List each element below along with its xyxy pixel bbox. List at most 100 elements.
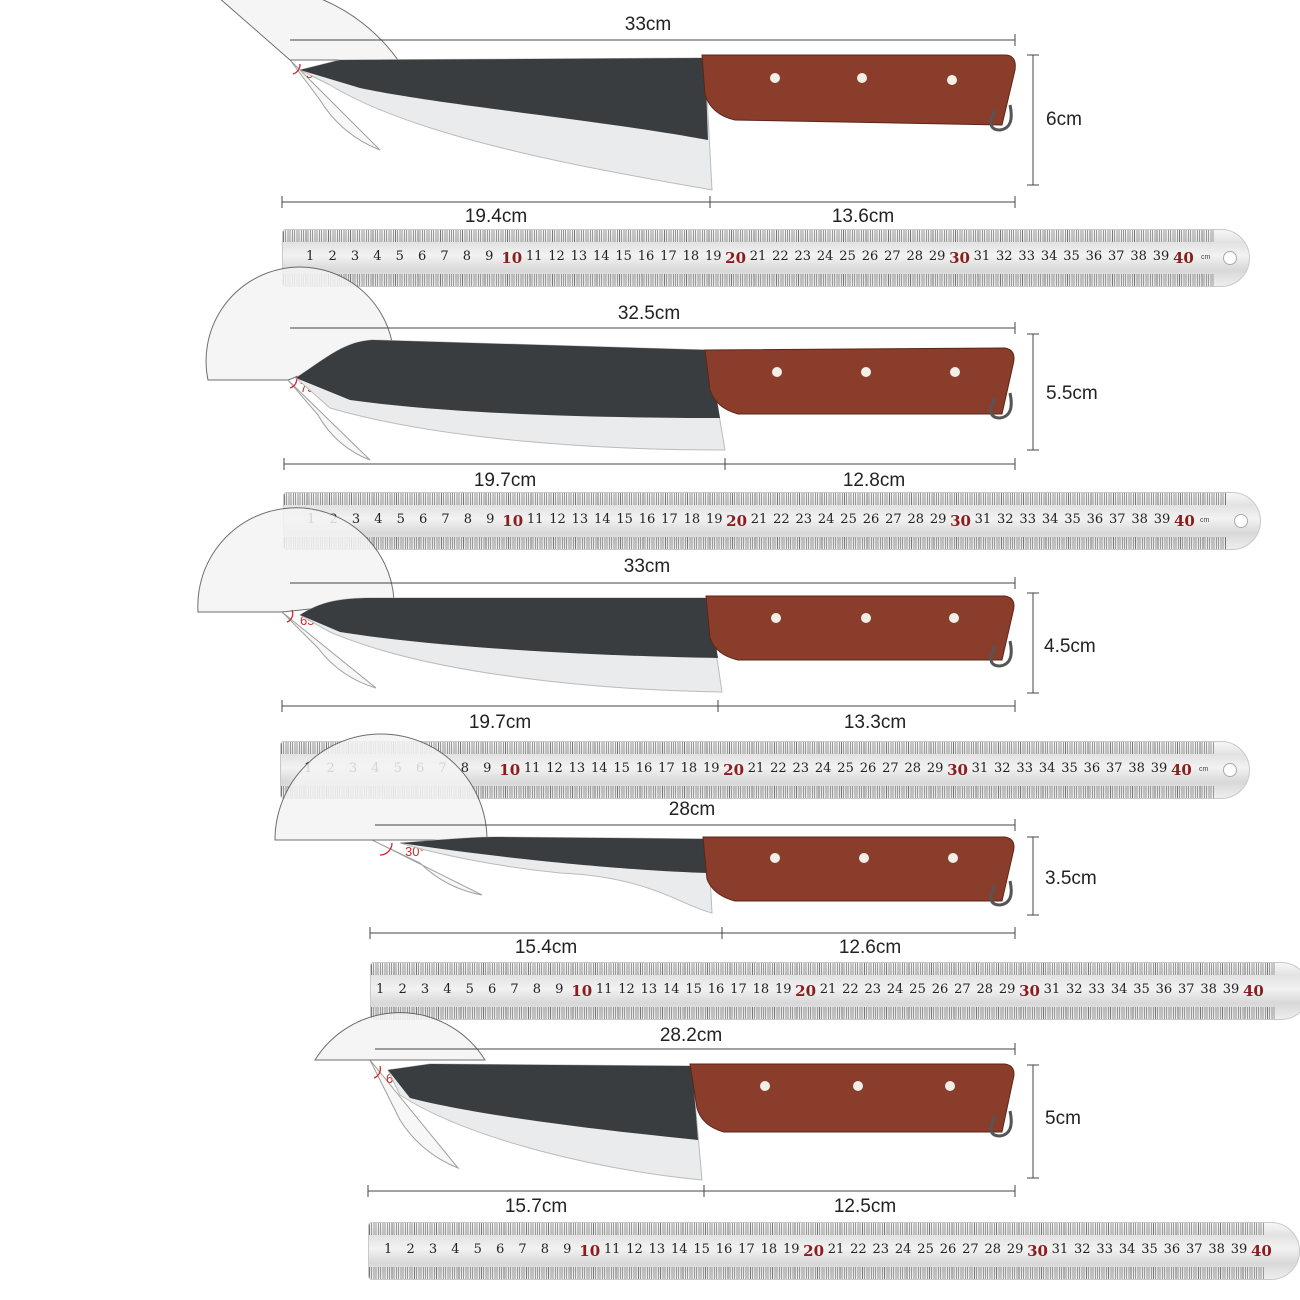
- ruler-number: 10: [579, 1242, 601, 1260]
- ruler-number: 26: [862, 512, 880, 527]
- ruler-number: 16: [638, 512, 656, 527]
- ruler-number: 20: [795, 982, 817, 1000]
- knife-4-height: 3.5cm: [1045, 868, 1097, 889]
- ruler-number: 9: [555, 982, 564, 997]
- ruler-number: 29: [998, 982, 1016, 997]
- ruler-number: 3: [428, 1242, 438, 1257]
- ruler-number: 32: [1066, 982, 1083, 997]
- ruler-number: 12: [546, 761, 563, 776]
- ruler-number: 35: [1064, 512, 1081, 527]
- ruler-number: 15: [685, 982, 702, 997]
- knife-4-handle: [702, 836, 1015, 907]
- ruler-number: 30: [1019, 982, 1040, 1000]
- knife-5-blade: [387, 1063, 703, 1181]
- ruler-number: 3: [351, 512, 361, 527]
- ruler-number: 1: [384, 1242, 393, 1257]
- knife-4-blade: [399, 836, 713, 914]
- ruler-number: 13: [571, 512, 589, 527]
- ruler-number: 39: [1222, 982, 1240, 997]
- ruler-number: 38: [1131, 512, 1148, 527]
- ruler-number: 8: [462, 249, 472, 264]
- knife-1-handle: [701, 54, 1016, 132]
- ruler-number: 3: [350, 249, 360, 264]
- knife-4-protractor: 30°: [274, 733, 488, 896]
- ruler-number: 2: [328, 249, 337, 264]
- ruler-number: 26: [931, 982, 949, 997]
- ruler-number: 18: [682, 249, 700, 264]
- ruler-number: 17: [661, 512, 678, 527]
- ruler-number: 36: [1085, 249, 1103, 264]
- ruler-number: 5: [396, 512, 405, 527]
- ruler-number: 1: [306, 249, 315, 264]
- ruler-number: 23: [872, 1242, 890, 1257]
- ruler-number: 19: [704, 249, 722, 264]
- ruler-number: 32: [996, 249, 1013, 264]
- ruler-number: 36: [1083, 761, 1101, 776]
- knife-3-handle: [705, 595, 1015, 668]
- ruler-number: 19: [774, 982, 792, 997]
- ruler-number: 14: [594, 512, 611, 527]
- ruler-number: 34: [1041, 512, 1059, 527]
- ruler-number: 15: [613, 761, 630, 776]
- ruler-number: 4: [451, 1242, 460, 1257]
- ruler-number: 17: [738, 1242, 755, 1257]
- ruler-number: 35: [1061, 761, 1078, 776]
- ruler-number: 14: [591, 761, 608, 776]
- ruler-number: 29: [926, 761, 944, 776]
- knife-1-section: 50° 33cm 19.4cm 13.6cm 6cm: [0, 0, 1300, 290]
- ruler-number: 15: [615, 249, 632, 264]
- ruler-number: 27: [962, 1242, 979, 1257]
- ruler-number: 37: [1107, 249, 1125, 264]
- ruler-number: 19: [702, 761, 720, 776]
- ruler-number: 12: [548, 249, 565, 264]
- ruler-number: 34: [1110, 982, 1128, 997]
- ruler-number: 22: [842, 982, 859, 997]
- knife-2-blade: [295, 339, 726, 451]
- ruler-number: 5: [465, 982, 474, 997]
- ruler-number: 26: [861, 249, 879, 264]
- ruler-number: 24: [886, 982, 904, 997]
- ruler-number: 11: [523, 761, 541, 776]
- ruler-number: 11: [595, 982, 613, 997]
- ruler-number: 25: [909, 982, 926, 997]
- knife-1-dim-lines: [281, 34, 1039, 208]
- ruler-number: 7: [441, 512, 450, 527]
- ruler-number: 31: [974, 512, 992, 527]
- ruler-number: 33: [1096, 1242, 1113, 1257]
- ruler-number: 7: [518, 1242, 527, 1257]
- knife-5-total-length: 28.2cm: [659, 1025, 723, 1046]
- ruler-number: 16: [715, 1242, 733, 1257]
- ruler-number: 17: [660, 249, 677, 264]
- ruler-number: 20: [726, 512, 748, 530]
- ruler-number: 17: [730, 982, 747, 997]
- ruler-number: 28: [976, 982, 994, 997]
- knife-2-total-length: 32.5cm: [617, 303, 681, 324]
- ruler-number: 6: [419, 512, 428, 527]
- ruler-number: 34: [1040, 249, 1058, 264]
- ruler-number: 16: [635, 761, 653, 776]
- knife-3-section: 65° 33cm 19.7cm 13.3cm 4.5cm: [0, 507, 1300, 740]
- ruler-number: 9: [563, 1242, 572, 1257]
- ruler-number: 6: [488, 982, 497, 997]
- ruler-number: 37: [1177, 982, 1195, 997]
- ruler-number: 29: [928, 249, 946, 264]
- knife-2-handle: [704, 347, 1015, 420]
- ruler-number: 36: [1163, 1242, 1181, 1257]
- ruler-number: 37: [1105, 761, 1123, 776]
- ruler-number: 39: [1152, 249, 1170, 264]
- ruler-number: 1: [376, 982, 385, 997]
- ruler-number: 21: [750, 512, 768, 527]
- ruler-number: 33: [1019, 512, 1036, 527]
- ruler-number: 27: [954, 982, 971, 997]
- knife-3-height: 4.5cm: [1044, 636, 1096, 657]
- ruler-number: 6: [496, 1242, 505, 1257]
- ruler-number: 19: [782, 1242, 800, 1257]
- ruler-number: 27: [882, 761, 899, 776]
- ruler-number: 24: [816, 249, 834, 264]
- ruler-number: 10: [571, 982, 593, 1000]
- ruler-number: 7: [510, 982, 519, 997]
- ruler-number: 31: [1043, 982, 1061, 997]
- knife-4-dim-lines: [369, 819, 1039, 939]
- ruler-number: 38: [1208, 1242, 1225, 1257]
